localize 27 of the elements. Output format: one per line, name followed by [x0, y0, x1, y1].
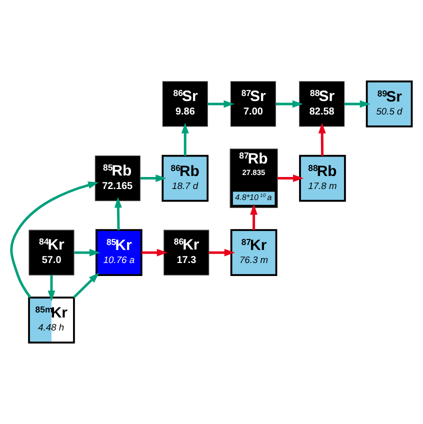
arrow	[140, 174, 166, 182]
node-box: $^{86}$Sr 9.86	[162, 81, 208, 127]
arrow	[10, 181, 99, 298]
arrow	[318, 122, 326, 156]
arrow	[142, 248, 168, 256]
arrow	[278, 174, 304, 182]
arrow	[74, 248, 100, 256]
node-box: $^{87}$Sr 7.00	[230, 81, 276, 127]
arrow	[209, 248, 236, 256]
arrow	[250, 204, 258, 230]
node-box: $^{87}$Kr 76.3 m	[230, 229, 278, 276]
node-box: $^{88}$Sr 82.58	[299, 81, 345, 127]
arrow	[181, 122, 189, 156]
node-box: $^{85}$Kr 10.76 a	[96, 229, 142, 276]
node-box: $^{86}$Kr 17.3	[164, 230, 210, 276]
node-box: $^{84}$Kr 57.0	[28, 230, 74, 276]
arrow	[276, 100, 304, 108]
node-box: $^{86}$Rb 18.7 d	[162, 154, 209, 202]
node-box: $^{88}$Rb 17.8 m	[299, 154, 346, 202]
node-box: $^{89}$Sr 50.5 d	[366, 80, 413, 128]
arrow	[114, 197, 122, 230]
node-box: $^{85m}$Kr 4.48 h	[28, 296, 75, 344]
arrow	[344, 100, 371, 108]
arrow	[72, 272, 100, 298]
arrow	[48, 275, 56, 302]
node-box: $^{85}$Rb 72.165	[94, 156, 140, 202]
arrow	[208, 100, 234, 108]
